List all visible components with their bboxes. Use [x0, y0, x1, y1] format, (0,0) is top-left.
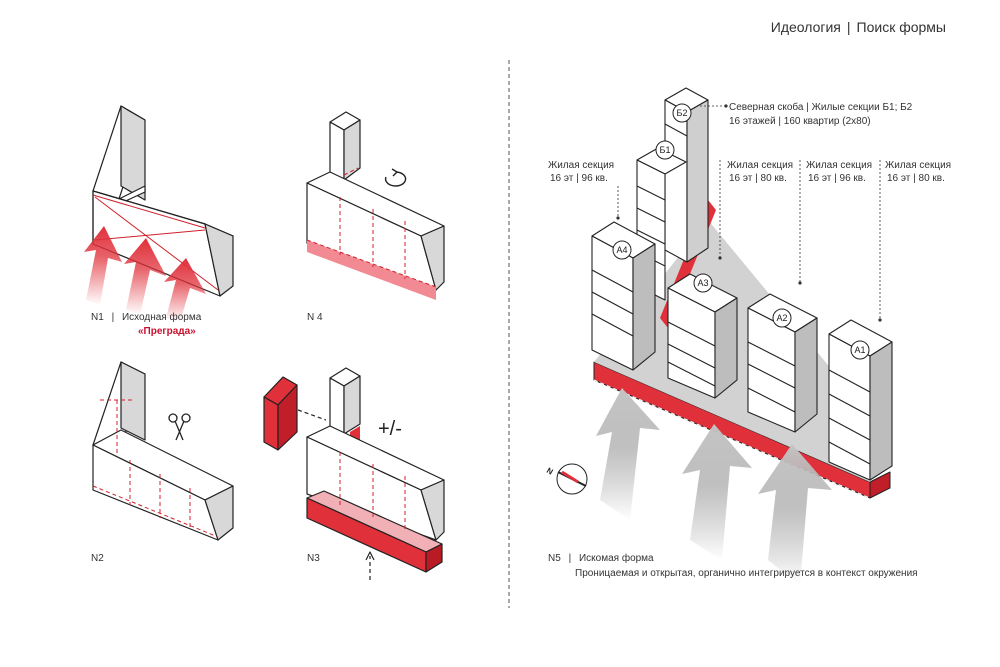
tower-markers — [612, 103, 870, 360]
header-separator: | — [846, 19, 851, 35]
callout-a2-line2: 16 эт | 96 кв. — [808, 173, 866, 184]
plus-minus-sign: +/- — [378, 418, 402, 440]
callout-a1-line2: 16 эт | 80 кв. — [887, 173, 945, 184]
callout-north-line2: 16 этажей | 160 квартир (2х80) — [729, 116, 871, 127]
compass-label: N — [545, 466, 555, 477]
header-ideology: Идеология — [770, 19, 841, 35]
n1-red-arrows — [84, 226, 206, 322]
marker-a4 — [612, 240, 632, 260]
marker-a2 — [772, 308, 792, 328]
label-b2: Б2 — [677, 108, 688, 118]
page-header: Идеология | Поиск формы — [771, 19, 946, 35]
caption-n1-sep: | — [111, 312, 115, 323]
diagram-n4 — [306, 111, 445, 300]
scissors-icon — [168, 413, 191, 441]
diagram-n3 — [263, 367, 445, 580]
compass-icon: N — [545, 463, 588, 495]
label-a1: А1 — [854, 345, 865, 355]
caption-n1-subtitle: «Преграда» — [138, 326, 196, 337]
callout-a4-line2: 16 эт | 96 кв. — [550, 173, 608, 184]
caption-n5: N5 | Искомая форма — [548, 552, 654, 565]
marker-a3 — [693, 273, 713, 293]
caption-n1-title: Исходная форма — [121, 312, 202, 323]
label-b1: Б1 — [660, 145, 671, 155]
caption-n5-desc: Проницаемая и открытая, органично интегр… — [575, 568, 918, 579]
label-a4: А4 — [616, 245, 627, 255]
rotate-icon — [384, 168, 407, 187]
caption-n3: N3 — [307, 553, 320, 564]
label-a3: А3 — [697, 278, 708, 288]
label-a2: А2 — [776, 313, 787, 323]
caption-n1: N1 | Исходная форма — [91, 311, 201, 324]
caption-n5-title: Искомая форма — [578, 553, 654, 564]
callout-a3-line1: Жилая секция — [727, 160, 794, 171]
callout-leaders — [617, 105, 881, 320]
callout-a1-line1: Жилая секция — [885, 160, 952, 171]
caption-n5-num: N5 — [548, 553, 561, 564]
diagram-n2 — [92, 361, 234, 541]
diagram-n1 — [92, 105, 234, 297]
caption-n5-sep: | — [568, 553, 572, 564]
callout-north-line1: Северная скоба | Жилые секции Б1; Б2 — [729, 102, 913, 113]
marker-b2 — [672, 103, 692, 123]
marker-b1 — [655, 140, 675, 160]
caption-n1-num: N1 — [91, 312, 104, 323]
header-form-search: Поиск формы — [856, 19, 946, 35]
marker-a1 — [850, 340, 870, 360]
callout-a2-line1: Жилая секция — [806, 160, 873, 171]
diagram-n5 — [591, 87, 893, 585]
callout-a3-line2: 16 эт | 80 кв. — [729, 173, 787, 184]
callout-a4-line1: Жилая секция — [548, 160, 615, 171]
caption-n4: N 4 — [307, 312, 323, 323]
caption-n2: N2 — [91, 553, 104, 564]
